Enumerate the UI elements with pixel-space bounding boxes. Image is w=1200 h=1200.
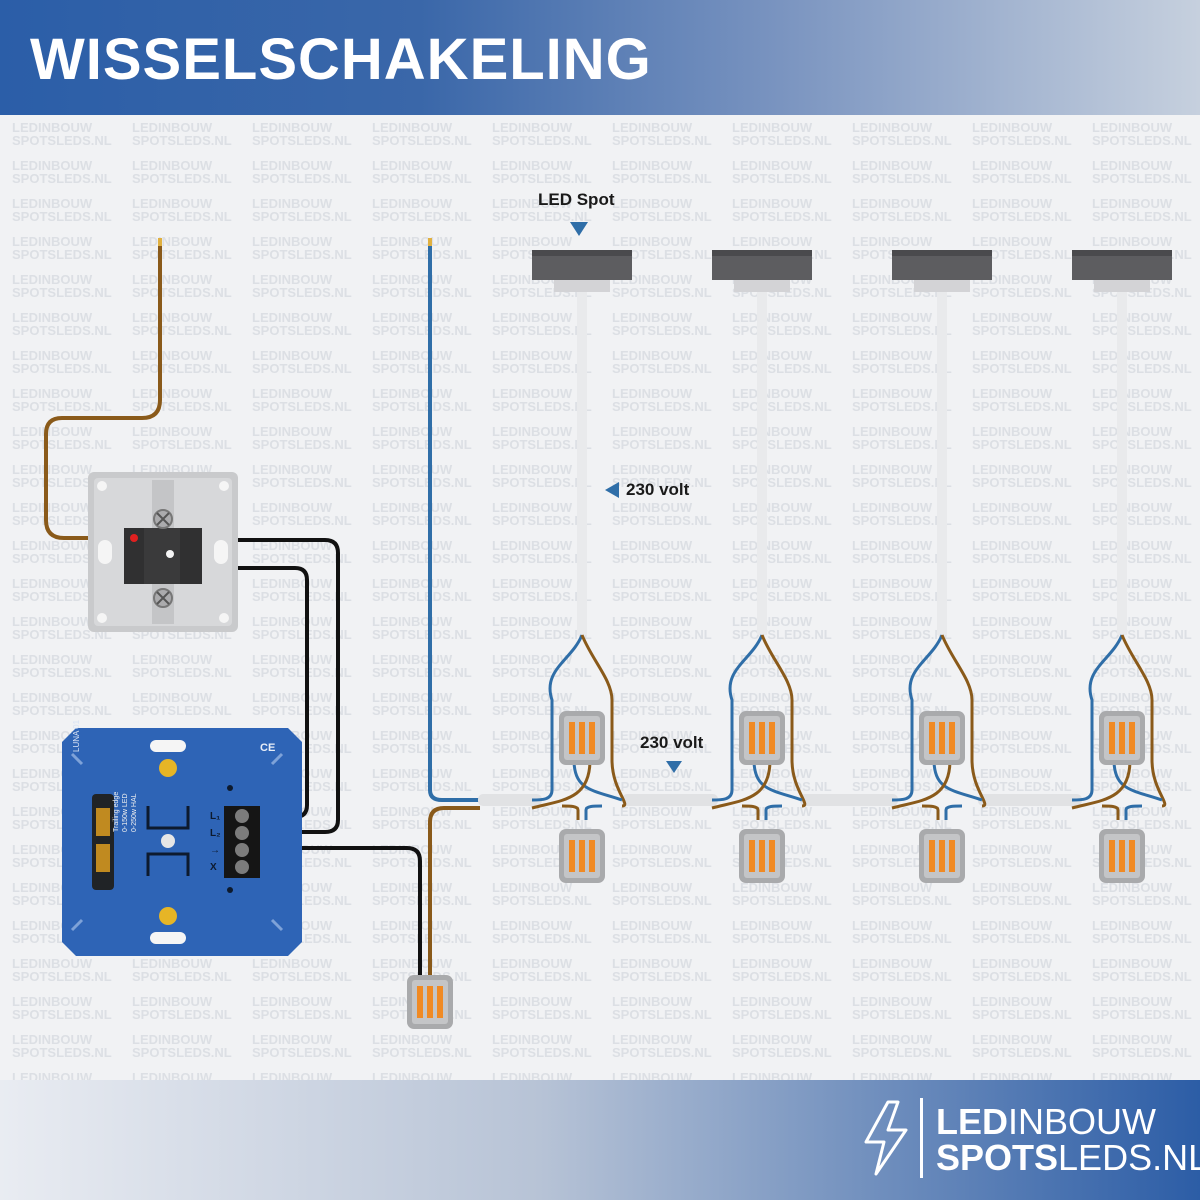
- cable-segment: [978, 794, 1082, 806]
- spot-cable: [577, 290, 587, 635]
- brand-line-1-light: INBOUW: [1008, 1101, 1156, 1142]
- wago-connector: [559, 829, 605, 883]
- spot-cable: [937, 290, 947, 635]
- triangle-down-icon: [570, 222, 588, 236]
- wago-connector: [1099, 829, 1145, 883]
- cable-segment: [800, 794, 898, 806]
- voltage-label-vertical: 230 volt: [626, 480, 690, 499]
- terminal-x: X: [210, 862, 217, 873]
- footer-banner: [0, 1080, 1200, 1200]
- wago-connector: [739, 829, 785, 883]
- spot-cable: [757, 290, 767, 635]
- spot-wire: [940, 634, 987, 808]
- led-spot-assembly: [891, 250, 992, 883]
- spot-wire: [1124, 804, 1143, 820]
- spot-wire: [1101, 804, 1120, 820]
- spot-wire: [752, 759, 803, 802]
- brand-logo: LEDINBOUW SPOTSLEDS.NL: [858, 1098, 1200, 1178]
- brand-line-1: LEDINBOUW: [936, 1104, 1156, 1140]
- spot-wire: [891, 634, 944, 802]
- spot-wire: [584, 804, 603, 820]
- led-spot: [532, 250, 632, 292]
- wago-connector: [919, 829, 965, 883]
- terminal-l1: L₁: [210, 811, 221, 822]
- black-wire-1: [205, 538, 340, 834]
- dimmer-spec-2: 0-150w LED: [122, 793, 129, 832]
- led-spot-assembly: [711, 250, 812, 883]
- spot-wire: [531, 759, 592, 810]
- wago-connector: [739, 711, 785, 765]
- led-spot: [1072, 250, 1172, 292]
- terminal-arrow: →: [210, 845, 220, 856]
- spot-wire: [1112, 759, 1163, 802]
- led-spot-label: LED Spot: [538, 190, 615, 209]
- black-wire-3: [260, 846, 422, 998]
- spot-wire: [1071, 759, 1132, 810]
- dimmer-spec-3: 0-250w HAL: [131, 793, 138, 832]
- wago-connector: [1099, 711, 1145, 765]
- brand-line-2-bold: SPOTS: [936, 1137, 1059, 1178]
- spot-wire: [531, 634, 584, 802]
- blue-wire-neutral: [428, 242, 480, 802]
- spot-wire: [580, 634, 627, 808]
- spot-wire: [764, 804, 783, 820]
- spot-wire: [1120, 634, 1167, 808]
- led-spot: [892, 250, 992, 292]
- spot-wire: [932, 759, 983, 802]
- dimmer-ce-mark: CE: [260, 742, 276, 754]
- spot-wire: [741, 804, 760, 820]
- dimmer-spec-text: Trailing edge 0-150w LED 0-250w HAL: [112, 762, 139, 832]
- alternating-switch: [88, 472, 238, 632]
- brand-line-2-light: LEDS.NL: [1058, 1137, 1200, 1178]
- spot-wire: [572, 759, 623, 802]
- terminal-l2: L₂: [210, 828, 221, 839]
- spot-wire: [944, 804, 963, 820]
- spot-wire: [561, 804, 580, 820]
- brown-wire-to-connector: [428, 806, 480, 1002]
- brand-line-2: SPOTSLEDS.NL: [936, 1140, 1200, 1176]
- triangle-left-icon: [605, 482, 619, 498]
- dimmer-spec-1: Trailing edge: [113, 791, 120, 832]
- page-title: WISSELSCHAKELING: [30, 27, 652, 92]
- wago-connector: [919, 711, 965, 765]
- header-banner: WISSELSCHAKELING: [0, 0, 1200, 115]
- spot-wire: [921, 804, 940, 820]
- dimmer-terminal-labels: L₁ L₂ → X: [210, 808, 221, 876]
- dimmer-model-label: LUNA 01: [72, 719, 81, 752]
- logo-separator: [920, 1098, 923, 1178]
- spot-wire: [891, 759, 952, 810]
- spot-wire: [760, 634, 807, 808]
- cable-segment: [478, 794, 542, 806]
- brand-line-1-bold: LED: [936, 1101, 1008, 1142]
- spot-wire: [711, 634, 764, 802]
- lightning-bolt-icon: [864, 1100, 908, 1176]
- cable-segment: [622, 794, 718, 806]
- brown-wire-supply: [44, 242, 162, 540]
- voltage-label-horizontal: 230 volt: [640, 733, 704, 752]
- led-spot-assembly: [531, 250, 632, 883]
- spot-wire: [1071, 634, 1124, 802]
- spot-wire: [711, 759, 772, 810]
- dimmer-module: [62, 728, 302, 956]
- triangle-down-icon: [666, 761, 682, 773]
- spot-cable: [1117, 290, 1127, 635]
- led-spot-assembly: [1071, 250, 1172, 883]
- wago-connector: [559, 711, 605, 765]
- led-spot: [712, 250, 812, 292]
